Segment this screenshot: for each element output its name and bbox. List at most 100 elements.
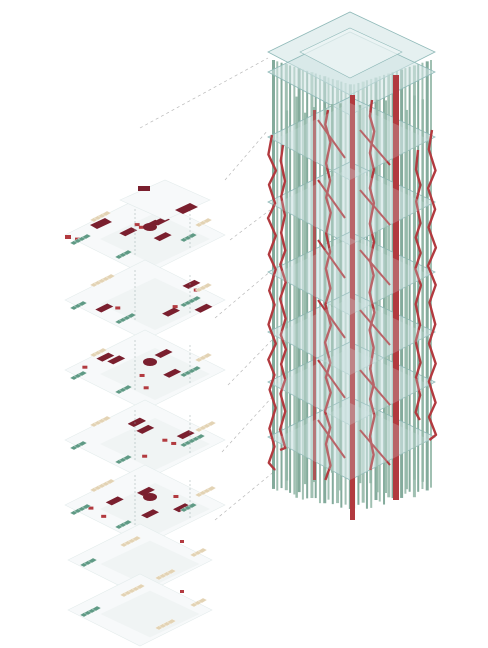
teal-furniture [195, 433, 206, 440]
stair-flight [317, 359, 346, 399]
red-accent [180, 590, 184, 593]
teal-furniture [87, 557, 98, 564]
stair-flight [359, 429, 391, 466]
tower-column [421, 99, 424, 482]
maroon-furniture [127, 417, 146, 427]
stair-flight [317, 299, 346, 339]
beige-furniture [105, 273, 116, 280]
maroon-furniture [175, 203, 198, 214]
teal-furniture [187, 502, 198, 509]
stair-flight [317, 239, 346, 279]
leader-line [214, 269, 273, 319]
teal-furniture [126, 312, 137, 319]
maroon-furniture [95, 303, 114, 313]
red-accent [134, 223, 140, 227]
teal-furniture [77, 300, 88, 307]
teal-furniture [122, 384, 133, 391]
slab-glazing [273, 348, 430, 425]
tower-column [339, 103, 342, 491]
beige-furniture [166, 568, 177, 575]
beige-furniture [135, 583, 146, 590]
exploded-floor [64, 194, 226, 276]
maroon-furniture [153, 232, 172, 242]
teal-furniture [77, 440, 88, 447]
teal-furniture [77, 370, 88, 377]
maroon-furniture [162, 307, 181, 317]
leader-line [214, 469, 277, 521]
exploded-floor [64, 329, 226, 411]
stair-flight [359, 249, 391, 286]
core-column [313, 110, 316, 480]
teal-furniture [187, 232, 198, 239]
beige-furniture [206, 485, 217, 492]
exploded-floor [65, 179, 211, 239]
leader-line [229, 209, 271, 241]
core-column [350, 95, 355, 520]
tower-column [330, 104, 334, 473]
beige-furniture [101, 415, 112, 422]
tower-column [405, 109, 408, 490]
leader-lines [139, 57, 277, 521]
stair-flight [317, 179, 346, 219]
maroon-furniture [194, 303, 213, 313]
beige-furniture [105, 478, 116, 485]
round-table [143, 493, 157, 501]
maroon-furniture [138, 186, 150, 191]
leader-line [224, 129, 269, 181]
maroon-furniture [105, 496, 124, 506]
teal-furniture [81, 503, 92, 510]
maroon-furniture [119, 227, 138, 237]
beige-furniture [202, 352, 213, 359]
maroon-furniture [90, 218, 112, 229]
leader-line [139, 57, 269, 129]
maroon-furniture [96, 352, 115, 362]
exploded-floor-plans [64, 179, 226, 647]
red-accent [88, 506, 94, 510]
slab-glazing [273, 168, 430, 245]
slab-glazing [273, 403, 430, 480]
exploded-floor [67, 573, 213, 647]
exploded-floor [64, 399, 226, 481]
red-accent [142, 454, 148, 458]
facade-bracing [278, 144, 288, 452]
tower-column [384, 100, 388, 493]
stair-flight [359, 309, 391, 346]
teal-furniture [122, 519, 133, 526]
red-accent [115, 306, 121, 310]
beige-furniture [202, 282, 213, 289]
teal-furniture [91, 605, 102, 612]
maroon-furniture [182, 279, 201, 289]
stair-flight [359, 189, 391, 226]
teal-furniture [191, 365, 202, 372]
red-accent [180, 540, 184, 543]
tower-structure [266, 11, 438, 520]
roof-opening [299, 27, 403, 79]
maroon-furniture [173, 503, 192, 513]
slab-glazing [273, 238, 430, 315]
maroon-furniture [141, 509, 160, 519]
red-accent [173, 495, 179, 499]
stair-flight [317, 119, 346, 159]
red-accent [101, 514, 107, 518]
red-accent [172, 305, 178, 309]
stair-flight [359, 369, 391, 406]
floor-shading [100, 540, 200, 588]
beige-furniture [206, 420, 217, 427]
facade-bracing [426, 129, 438, 441]
tower-column [285, 110, 289, 481]
red-accent [138, 225, 144, 229]
tower-column [324, 108, 327, 475]
tower-column [358, 104, 362, 484]
teal-furniture [191, 295, 202, 302]
tower-column [303, 112, 307, 485]
facade-bracing [368, 99, 376, 471]
exploded-floor [67, 523, 213, 597]
red-accent [82, 365, 88, 369]
red-accent [139, 373, 145, 377]
round-table [143, 223, 157, 231]
tower-column [413, 95, 416, 480]
beige-furniture [197, 547, 208, 554]
beige-furniture [131, 535, 142, 542]
